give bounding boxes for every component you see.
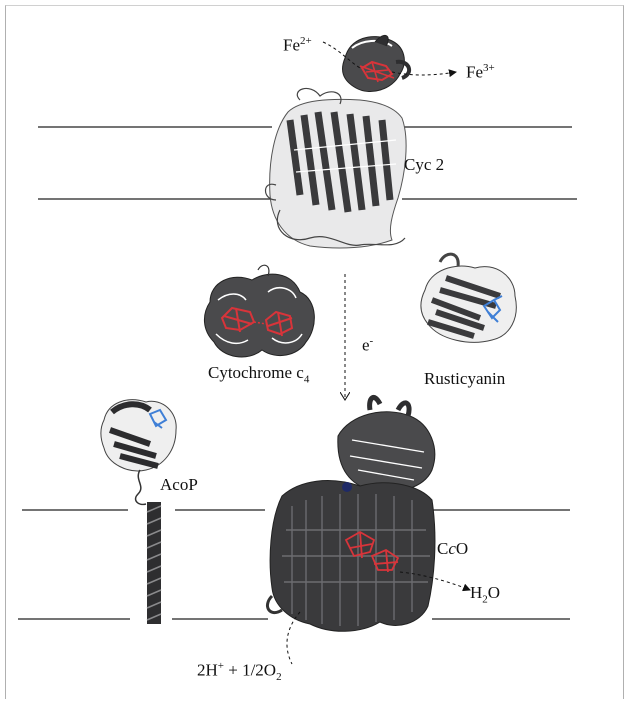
electron-label: e- <box>362 336 373 354</box>
acop-protein <box>101 400 176 624</box>
rusticyanin-label: Rusticyanin <box>424 370 505 387</box>
cyc2-label: Cyc 2 <box>404 156 444 173</box>
cytochrome-c4-protein <box>204 265 314 357</box>
oxygen-reaction-label: 2H+ + 1/2O2 <box>197 661 282 683</box>
rusticyanin-protein <box>421 254 516 342</box>
fe3-dashed-arrow <box>392 72 456 75</box>
fe3-label: Fe3+ <box>466 63 495 81</box>
water-label: H2O <box>470 584 500 605</box>
cytochrome-c4-label: Cytochrome c4 <box>208 364 309 385</box>
cyc2-heme-domain <box>343 35 410 91</box>
fe2-label: Fe2+ <box>283 36 312 54</box>
cyc2-beta-barrel <box>266 88 407 248</box>
cco-protein <box>267 397 434 631</box>
copper-site <box>342 482 352 492</box>
acop-transmembrane-helix <box>147 502 161 624</box>
cco-label: CcO <box>437 540 468 557</box>
acop-label: AcoP <box>160 476 198 493</box>
